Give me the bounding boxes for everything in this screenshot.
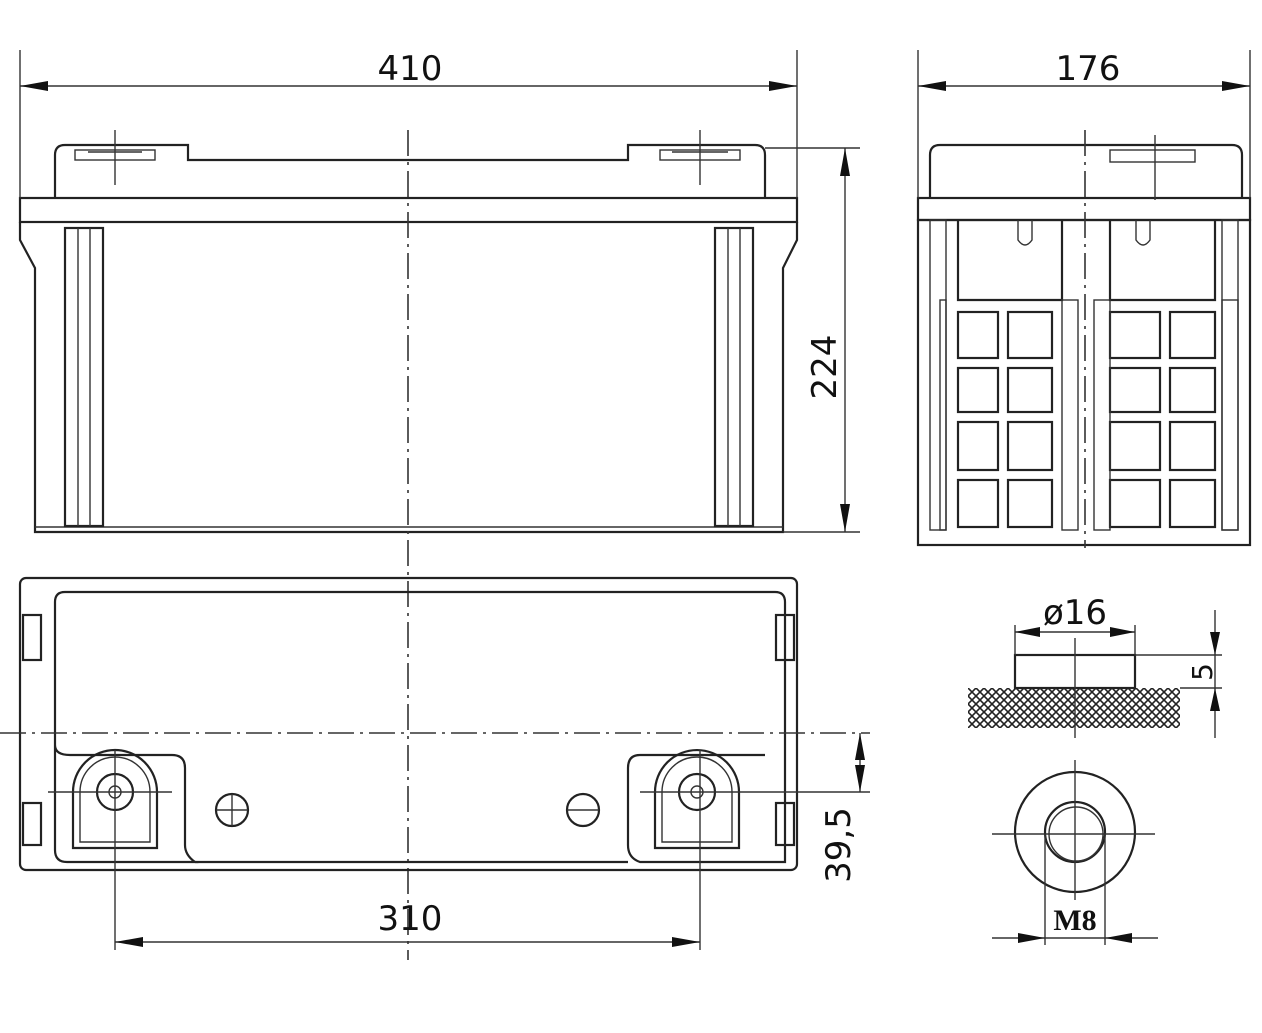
grid-rib: [1221, 299, 1239, 531]
side-grid-cells: [939, 299, 1239, 531]
grid-cell: [1168, 478, 1217, 529]
grid-cell: [1108, 310, 1162, 360]
grid-cell: [1006, 310, 1054, 360]
grid-rib: [1061, 299, 1079, 531]
grid-cell: [1006, 478, 1054, 529]
grid-cell: [956, 366, 1000, 414]
terminal-spacing-label: 310: [378, 899, 443, 939]
grid-cell: [1108, 478, 1162, 529]
terminal-left: [48, 748, 172, 950]
grid-cell: [1168, 366, 1217, 414]
dimension-width: 176: [917, 49, 1251, 198]
dimension-length: 410: [19, 49, 798, 198]
dimension-terminal-spacing: 310: [115, 899, 700, 947]
terminal-height-label: 5: [1186, 663, 1219, 681]
grid-cell: [956, 478, 1000, 529]
dimension-terminal-offset: 39,5: [819, 733, 865, 883]
front-view: [18, 130, 799, 960]
thread-label: M8: [1053, 904, 1096, 937]
grid-rib: [1093, 299, 1111, 531]
vent-left: [214, 792, 250, 828]
grid-rib: [939, 299, 947, 531]
length-label: 410: [378, 49, 443, 89]
grid-cell: [1006, 366, 1054, 414]
grid-cell: [1168, 420, 1217, 472]
grid-cell: [956, 420, 1000, 472]
dimension-height: 224: [765, 147, 860, 533]
top-view: [0, 576, 870, 950]
terminal-right: [640, 748, 870, 950]
grid-cell: [1108, 420, 1162, 472]
terminal-offset-label: 39,5: [819, 807, 859, 883]
grid-cell: [1006, 420, 1054, 472]
terminal-detail: ø16 5 M8: [968, 593, 1222, 945]
height-label: 224: [805, 335, 845, 400]
grid-cell: [1168, 310, 1217, 360]
width-label: 176: [1056, 49, 1121, 89]
diameter-label: ø16: [1043, 593, 1107, 633]
grid-cell: [1108, 366, 1162, 414]
grid-cell: [956, 310, 1000, 360]
side-view: [916, 130, 1252, 548]
vent-right: [565, 792, 601, 828]
